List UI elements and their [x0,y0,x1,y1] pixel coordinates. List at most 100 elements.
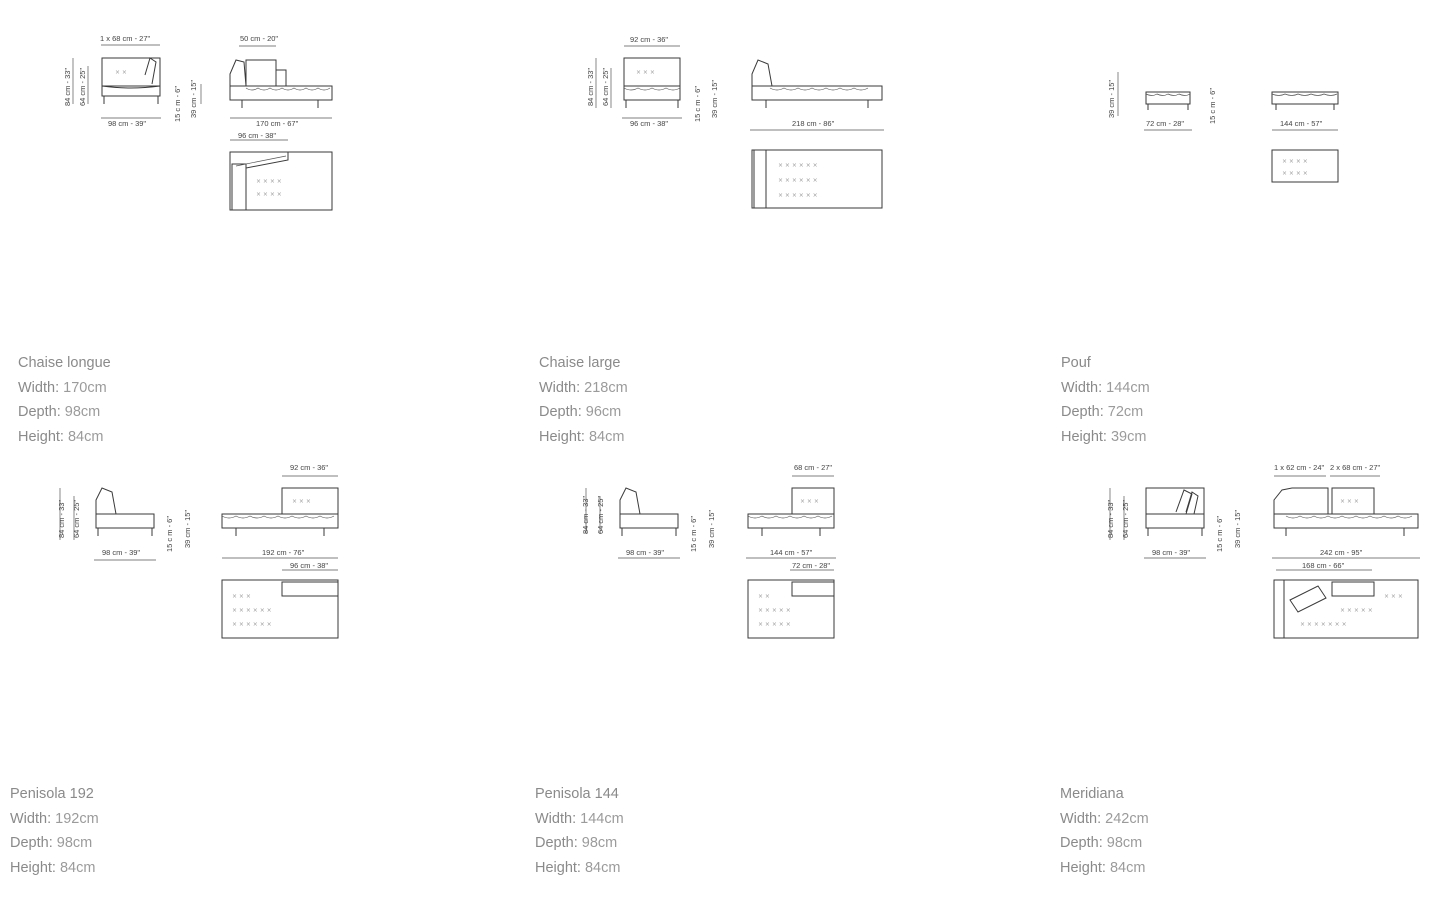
dim-meridiana-seat2: 39 cm - 15" [1233,510,1242,548]
height-value: 84cm [1109,860,1146,877]
height-value: 84cm [588,429,625,446]
dim-chaise-longue-seat2: 39 cm - 15" [189,80,198,118]
width-value: 170cm [63,379,107,396]
svg-text:× × × × × ×: × × × × × × [778,162,818,169]
svg-text:× × × × × ×: × × × × × × [778,192,818,199]
product-name: Meridiana [1060,786,1124,802]
product-name: Penisola 192 [10,786,94,802]
width-value: 218cm [584,379,628,396]
svg-text:× × ×: × × × [800,498,819,505]
width-value: 144cm [1106,379,1150,396]
width-value: 192cm [55,810,99,827]
width-label: Width: [18,379,60,396]
dim-chaise-longue-h2: 64 cm - 25" [78,68,87,106]
dim-pouf-h: 39 cm - 15" [1107,80,1116,118]
height-value: 84cm [67,429,104,446]
dim-meridiana-top-b: 2 x 68 cm - 27" [1330,463,1381,472]
depth-label: Depth: [10,835,53,852]
svg-text:× × ×: × × × [1384,593,1403,600]
spec-chaise-longue: Chaise longue Width: 170cm Depth: 98cm H… [18,351,111,450]
dim-penisola-192-seat: 15 c m - 6" [165,516,174,552]
svg-text:× × × × ×: × × × × × [758,621,791,628]
dim-pouf-seat: 15 c m - 6" [1208,88,1217,124]
height-label: Height: [1060,860,1106,877]
dim-chaise-longue-plan-top: 96 cm - 38" [238,131,276,140]
dim-meridiana-seat: 15 c m - 6" [1215,516,1224,552]
penisola-192-drawing: 84 cm - 33" 64 cm - 25" 98 cm - 39" 15 c… [57,463,339,639]
depth-value: 98cm [64,404,101,421]
height-label: Height: [18,429,64,446]
dim-pouf-front-bottom: 72 cm - 28" [1146,119,1184,128]
depth-label: Depth: [1060,835,1103,852]
dim-chaise-large-h1: 84 cm - 33" [586,68,595,106]
dim-penisola-144-side-bottom: 144 cm - 57" [770,548,813,557]
dim-chaise-longue-front-bottom: 98 cm - 39" [108,119,146,128]
depth-label: Depth: [1061,404,1104,421]
height-label: Height: [1061,429,1107,446]
svg-text:× ×: × × [115,69,127,76]
width-label: Width: [1061,379,1103,396]
spec-meridiana: Meridiana Width: 242cm Depth: 98cm Heigh… [1060,782,1149,881]
dim-meridiana-h2: 64 cm - 25" [1121,500,1130,538]
height-label: Height: [539,429,585,446]
dim-penisola-144-h2: 64 cm - 25" [596,496,605,534]
depth-value: 98cm [56,835,93,852]
dim-penisola-144-seat2: 39 cm - 15" [707,510,716,548]
product-name: Chaise large [539,355,621,371]
height-value: 39cm [1110,429,1147,446]
depth-value: 98cm [581,835,618,852]
chaise-large-drawing: 92 cm - 36" × × × 96 cm - 38" 84 cm - 33… [586,35,884,209]
dim-meridiana-front-bottom: 98 cm - 39" [1152,548,1190,557]
svg-text:× × × × ×: × × × × × [1340,607,1373,614]
dim-chaise-longue-front-top: 1 x 68 cm - 27" [100,34,151,43]
spec-pouf: Pouf Width: 144cm Depth: 72cm Height: 39… [1061,351,1150,450]
depth-label: Depth: [535,835,578,852]
dim-penisola-192-plan-top: 96 cm - 38" [290,561,328,570]
svg-text:× × ×: × × × [636,69,655,76]
height-label: Height: [10,860,56,877]
svg-text:× × × × ×: × × × × × [758,607,791,614]
width-label: Width: [539,379,581,396]
dim-penisola-192-h2: 64 cm - 25" [72,500,81,538]
depth-value: 96cm [585,404,622,421]
dim-chaise-large-front-bottom: 96 cm - 38" [630,119,668,128]
dim-chaise-large-seat: 15 c m - 6" [693,86,702,122]
dim-penisola-192-side-bottom: 192 cm - 76" [262,548,305,557]
svg-text:× × ×: × × × [232,593,251,600]
product-name: Penisola 144 [535,786,619,802]
dim-penisola-192-front-bottom: 98 cm - 39" [102,548,140,557]
dim-chaise-longue-side-top: 50 cm - 20" [240,34,278,43]
dim-meridiana-h1: 84 cm - 33" [1106,500,1115,538]
dim-penisola-144-plan-top: 72 cm - 28" [792,561,830,570]
dim-meridiana-top-a: 1 x 62 cm - 24" [1274,463,1325,472]
product-name: Pouf [1061,355,1091,371]
spec-chaise-large: Chaise large Width: 218cm Depth: 96cm He… [539,351,628,450]
width-label: Width: [1060,810,1102,827]
dim-penisola-144-seat: 15 c m - 6" [689,516,698,552]
dim-chaise-longue-h1: 84 cm - 33" [63,68,72,106]
dim-penisola-144-front-bottom: 98 cm - 39" [626,548,664,557]
spec-penisola-144: Penisola 144 Width: 144cm Depth: 98cm He… [535,782,624,881]
svg-text:× × ×: × × × [292,498,311,505]
dim-penisola-144-h1: 84 cm - 33" [581,496,590,534]
svg-text:× ×: × × [758,593,770,600]
height-value: 84cm [59,860,96,877]
width-value: 144cm [580,810,624,827]
width-value: 242cm [1105,810,1149,827]
dim-chaise-longue-side-bottom: 170 cm - 67" [256,119,299,128]
depth-label: Depth: [18,404,61,421]
dim-chaise-large-front-top: 92 cm - 36" [630,35,668,44]
meridiana-drawing: 84 cm - 33" 64 cm - 25" 98 cm - 39" 15 c… [1106,463,1420,639]
depth-value: 98cm [1106,835,1143,852]
dim-chaise-longue-seat: 15 c m - 6" [173,86,182,122]
svg-text:× × × × × ×: × × × × × × [232,621,272,628]
product-name: Chaise longue [18,355,111,371]
dim-meridiana-side-bottom: 242 cm - 95" [1320,548,1363,557]
depth-label: Depth: [539,404,582,421]
dim-chaise-large-seat2: 39 cm - 15" [710,80,719,118]
penisola-144-drawing: 84 cm - 33" 64 cm - 25" 98 cm - 39" 15 c… [581,463,836,639]
dim-penisola-192-h1: 84 cm - 33" [57,500,66,538]
width-label: Width: [10,810,52,827]
